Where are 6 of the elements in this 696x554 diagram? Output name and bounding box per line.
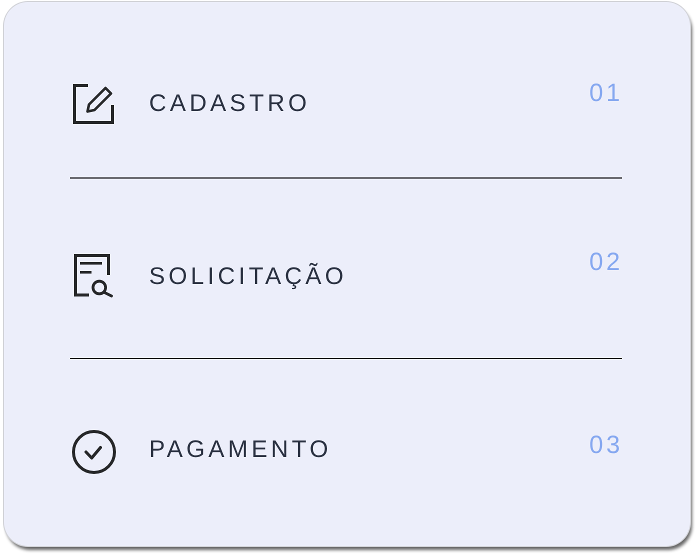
step-number: 01 bbox=[589, 78, 623, 108]
step-title: SOLICITAÇÃO bbox=[149, 262, 348, 292]
step-title: PAGAMENTO bbox=[149, 436, 332, 465]
step-number: 03 bbox=[589, 430, 623, 460]
step-number: 02 bbox=[589, 247, 623, 277]
step-title: CADASTRO bbox=[149, 90, 310, 118]
